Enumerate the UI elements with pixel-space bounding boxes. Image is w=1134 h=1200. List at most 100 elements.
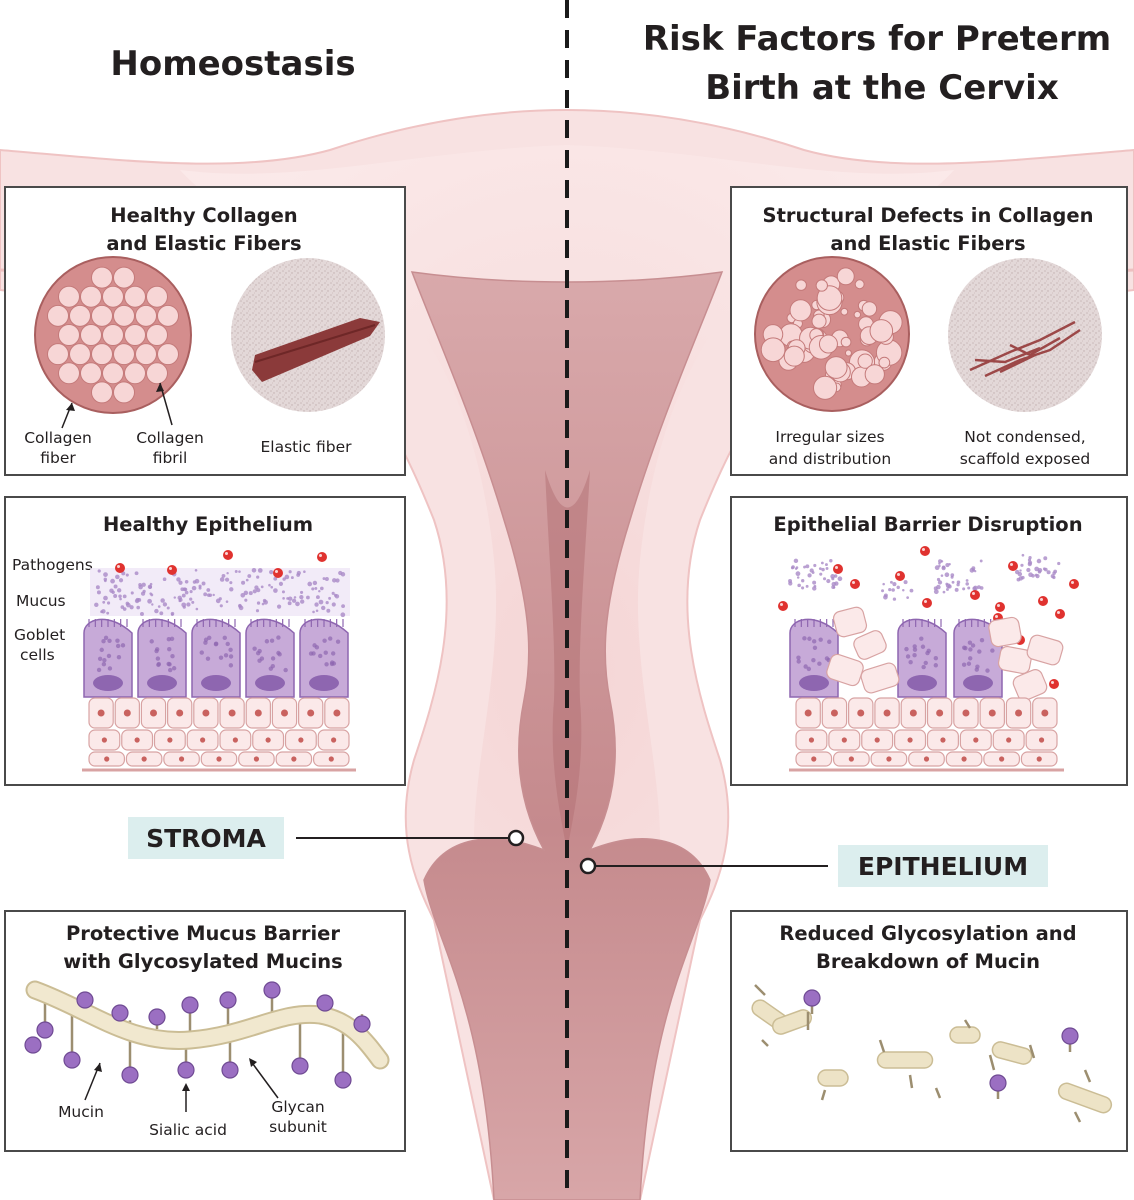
mucus-particle xyxy=(229,587,234,592)
detached-cell xyxy=(1026,634,1064,666)
goblet-cell xyxy=(299,618,349,698)
mucus-particle xyxy=(977,585,981,590)
detached-cell xyxy=(1012,669,1048,701)
collagen-fibril xyxy=(58,362,80,385)
mucus-particle xyxy=(312,610,315,614)
mucus-particle xyxy=(315,595,320,600)
mucus-particle xyxy=(832,586,836,589)
mucus-particle xyxy=(287,601,292,606)
mucus-particle xyxy=(834,581,839,586)
mucus-particle xyxy=(262,598,267,603)
granule xyxy=(318,653,323,659)
granule xyxy=(106,653,112,659)
mucus-particle xyxy=(286,597,289,600)
granule xyxy=(811,658,816,663)
mucus-particle xyxy=(125,601,130,606)
mucus-particle xyxy=(831,577,835,581)
mucus-particle xyxy=(295,601,300,607)
label-irregular-1: Irregular sizes xyxy=(775,428,884,446)
mucus-particle xyxy=(812,580,817,585)
mucus-particle xyxy=(903,580,908,585)
mucus-particle xyxy=(141,582,146,587)
mucus-particle xyxy=(312,580,318,586)
granule xyxy=(276,635,281,640)
granule xyxy=(222,635,227,641)
label-collagen-fiber-2: fiber xyxy=(40,449,76,467)
mucus-particle xyxy=(1037,567,1043,573)
cell-nucleus xyxy=(97,709,105,717)
mucus-particle xyxy=(300,590,304,594)
irregular-fibril xyxy=(840,307,849,316)
granule xyxy=(925,650,930,656)
granule xyxy=(203,640,208,645)
cell-nucleus xyxy=(253,756,260,762)
mucus-particle xyxy=(807,573,812,578)
mucus-particle xyxy=(971,568,975,572)
panel-title-line2: and Elastic Fibers xyxy=(106,232,301,255)
granule xyxy=(314,645,320,650)
mucus-particle xyxy=(206,593,211,597)
title-homeostasis: Homeostasis xyxy=(110,44,355,84)
pathogen xyxy=(920,546,930,556)
mucus-particle xyxy=(278,581,284,586)
cell-nucleus xyxy=(104,756,110,762)
mucus-particle xyxy=(1027,558,1032,562)
collagen-fibril xyxy=(80,362,102,385)
mucus-particle xyxy=(282,597,285,600)
mucus-particle xyxy=(203,592,208,597)
cell-nucleus xyxy=(1038,737,1045,743)
pathogen-highlight xyxy=(117,565,120,568)
mucus-particle xyxy=(837,576,843,582)
granule xyxy=(921,664,926,670)
mucus-particle xyxy=(889,580,893,584)
granule xyxy=(270,656,276,661)
cell-nucleus xyxy=(228,709,236,717)
mucus-particle xyxy=(113,584,118,589)
mucus-particle xyxy=(215,598,221,604)
mucus-particle xyxy=(326,608,331,613)
mucus-particle xyxy=(111,590,115,594)
mucus-particle xyxy=(801,586,805,590)
mucus-particle xyxy=(1019,569,1022,572)
mucus-particle xyxy=(106,611,110,615)
mucus-particle xyxy=(116,588,122,593)
cell-nucleus xyxy=(961,756,967,762)
cell-nucleus xyxy=(150,709,157,717)
mucus-particle xyxy=(1034,573,1038,577)
collagen-fibril xyxy=(58,324,80,346)
mucus-particle xyxy=(229,581,233,585)
mucus-particle xyxy=(813,584,817,588)
mucus-particle xyxy=(142,589,146,593)
granule xyxy=(149,639,154,644)
mucus-particle xyxy=(318,589,321,593)
irregular-collagen-fibrils xyxy=(760,267,903,400)
mucus-particle xyxy=(138,582,142,587)
mucus-particle xyxy=(103,595,108,601)
pathogen xyxy=(273,568,283,578)
sialic-acid xyxy=(148,1008,166,1026)
pathogen xyxy=(895,571,905,581)
cell-nucleus xyxy=(857,709,865,717)
goblet-cell xyxy=(137,618,187,698)
collagen-fibril xyxy=(113,381,135,404)
cell-nucleus xyxy=(232,737,238,743)
nucleus xyxy=(963,675,993,691)
label-not-condensed-1: Not condensed, xyxy=(964,428,1086,446)
mucus-particle xyxy=(160,598,165,603)
label-goblet-2: cells xyxy=(20,646,55,664)
granule xyxy=(166,637,172,642)
mucus-particle xyxy=(891,588,895,592)
mucus-particle xyxy=(162,577,167,582)
epithelial-cell-layers xyxy=(789,697,1064,772)
pathogen xyxy=(995,602,1005,612)
collagen-fibril xyxy=(124,362,146,385)
pathogen xyxy=(1049,679,1059,689)
mucus-particle xyxy=(241,580,246,585)
cell-nucleus xyxy=(134,737,140,743)
pathogen xyxy=(778,601,788,611)
granule xyxy=(97,656,103,661)
remaining-goblet-cells xyxy=(789,618,1003,698)
granule xyxy=(977,649,982,654)
mucus-particle xyxy=(322,577,326,580)
mucus-particle xyxy=(134,598,140,604)
